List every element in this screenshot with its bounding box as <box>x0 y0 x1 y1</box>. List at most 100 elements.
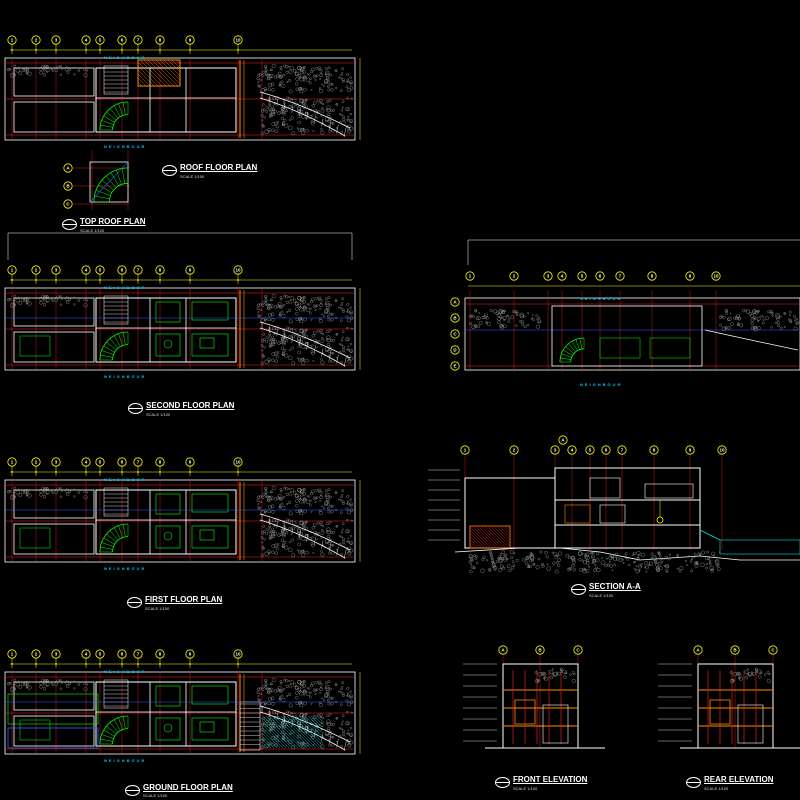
landscape-dot <box>326 81 330 85</box>
axis-bubble-label: C <box>453 332 457 337</box>
stair-tread <box>113 105 121 117</box>
landscape-dot <box>716 564 719 567</box>
neighbour-label-top: NEIGHBOUR <box>104 55 146 60</box>
landscape-dot <box>291 334 295 339</box>
landscape-dot <box>326 695 330 699</box>
stair-inner-arc <box>570 348 585 363</box>
landscape-dot <box>564 671 568 675</box>
landscape-dot <box>45 68 50 73</box>
landscape-dot <box>264 682 268 686</box>
ground-floor-title-tag-icon <box>125 785 140 796</box>
landscape-dot <box>257 506 261 510</box>
axis-bubble-label: E <box>453 364 456 369</box>
spiral-stair-icon <box>99 523 129 553</box>
hatch-line <box>167 59 181 73</box>
landscape-dot <box>73 303 76 306</box>
landscape-dot <box>41 64 46 70</box>
landscape-dot <box>340 109 344 112</box>
landscape-dot <box>288 119 291 122</box>
landscape-dot <box>335 525 339 528</box>
dim-tick <box>121 471 123 473</box>
axis-bubble-label: 3 <box>547 274 550 279</box>
landscape-dot <box>309 69 314 74</box>
landscape-dot <box>264 678 268 683</box>
landscape-dot <box>42 299 46 302</box>
landscape-dot <box>281 545 285 548</box>
landscape-dot <box>265 339 269 343</box>
furniture-block <box>191 717 229 741</box>
landscape-dot <box>257 314 261 318</box>
landscape-dot <box>303 317 307 322</box>
landscape-dot <box>769 311 773 314</box>
room-furniture <box>19 335 51 357</box>
hatch-line <box>501 525 511 535</box>
landscape-dot <box>329 303 332 307</box>
landscape-dot <box>66 684 70 688</box>
landscape-dot <box>339 542 342 545</box>
landscape-dot <box>278 305 280 307</box>
landscape-dot <box>292 491 297 495</box>
grid-axis-bubble-icon <box>577 271 587 281</box>
landscape-dot <box>316 329 320 333</box>
hatch-line <box>319 715 323 719</box>
landscape-dot <box>283 110 287 114</box>
landscape-dot <box>349 76 352 79</box>
landscape-dot <box>292 712 297 717</box>
landscape-dot <box>271 122 276 127</box>
landscape-dot <box>278 506 282 509</box>
landscape-dot <box>292 98 297 103</box>
landscape-dot <box>257 698 261 702</box>
landscape-dot <box>311 526 315 530</box>
dim-tick <box>121 663 123 665</box>
landscape-dot <box>489 553 493 557</box>
dim-tick <box>11 471 13 473</box>
stair-tread <box>118 103 123 116</box>
stair-tread <box>106 725 117 735</box>
grid-axis-bubble-icon <box>567 445 577 455</box>
landscape-dot <box>269 303 274 308</box>
landscape-dot <box>522 558 526 562</box>
landscape-dot <box>265 492 268 495</box>
axis-bubble-label: 9 <box>189 38 192 43</box>
landscape-dot <box>265 527 269 531</box>
landscape-dot <box>347 502 350 506</box>
landscape-dot <box>793 326 798 331</box>
landscape-dot <box>665 564 670 569</box>
landscape-dot <box>676 554 679 557</box>
dim-tick <box>99 279 101 281</box>
landscape-dot <box>282 112 286 116</box>
landscape-dot <box>282 303 286 307</box>
landscape-dot <box>267 82 272 87</box>
landscape-dot <box>303 701 307 706</box>
landscape-dot <box>319 523 322 527</box>
landscape-dot <box>264 318 267 322</box>
stair-tread <box>109 530 119 541</box>
landscape-dot <box>341 67 344 71</box>
landscape-dot <box>83 73 88 78</box>
landscape-dot <box>291 553 296 558</box>
dim-tick <box>99 663 101 665</box>
landscape-dot <box>326 530 331 535</box>
landscape-dot <box>260 510 265 515</box>
landscape-dot <box>12 678 17 682</box>
landscape-dot <box>288 541 291 544</box>
axis-bubble-label: 1 <box>11 38 14 43</box>
landscape-dot <box>257 695 260 698</box>
landscape-dot <box>330 531 333 534</box>
landscape-dot <box>327 534 331 538</box>
hatch-line <box>477 525 501 549</box>
axis-bubble-label: 6 <box>121 38 124 43</box>
landscape-dot <box>315 680 319 684</box>
landscape-dot <box>308 73 311 76</box>
top-roof-plan-title: TOP ROOF PLAN <box>80 217 146 226</box>
landscape-dot <box>540 562 545 566</box>
landscape-dot <box>280 502 284 506</box>
landscape-dot <box>338 342 341 345</box>
landscape-dot <box>346 348 349 351</box>
landscape-dot <box>303 305 307 310</box>
landscape-dot <box>715 559 718 563</box>
landscape-dot <box>25 71 28 74</box>
axis-bubble-label: 1 <box>11 268 14 273</box>
landscape-dot <box>351 711 353 714</box>
section-room <box>564 504 591 524</box>
